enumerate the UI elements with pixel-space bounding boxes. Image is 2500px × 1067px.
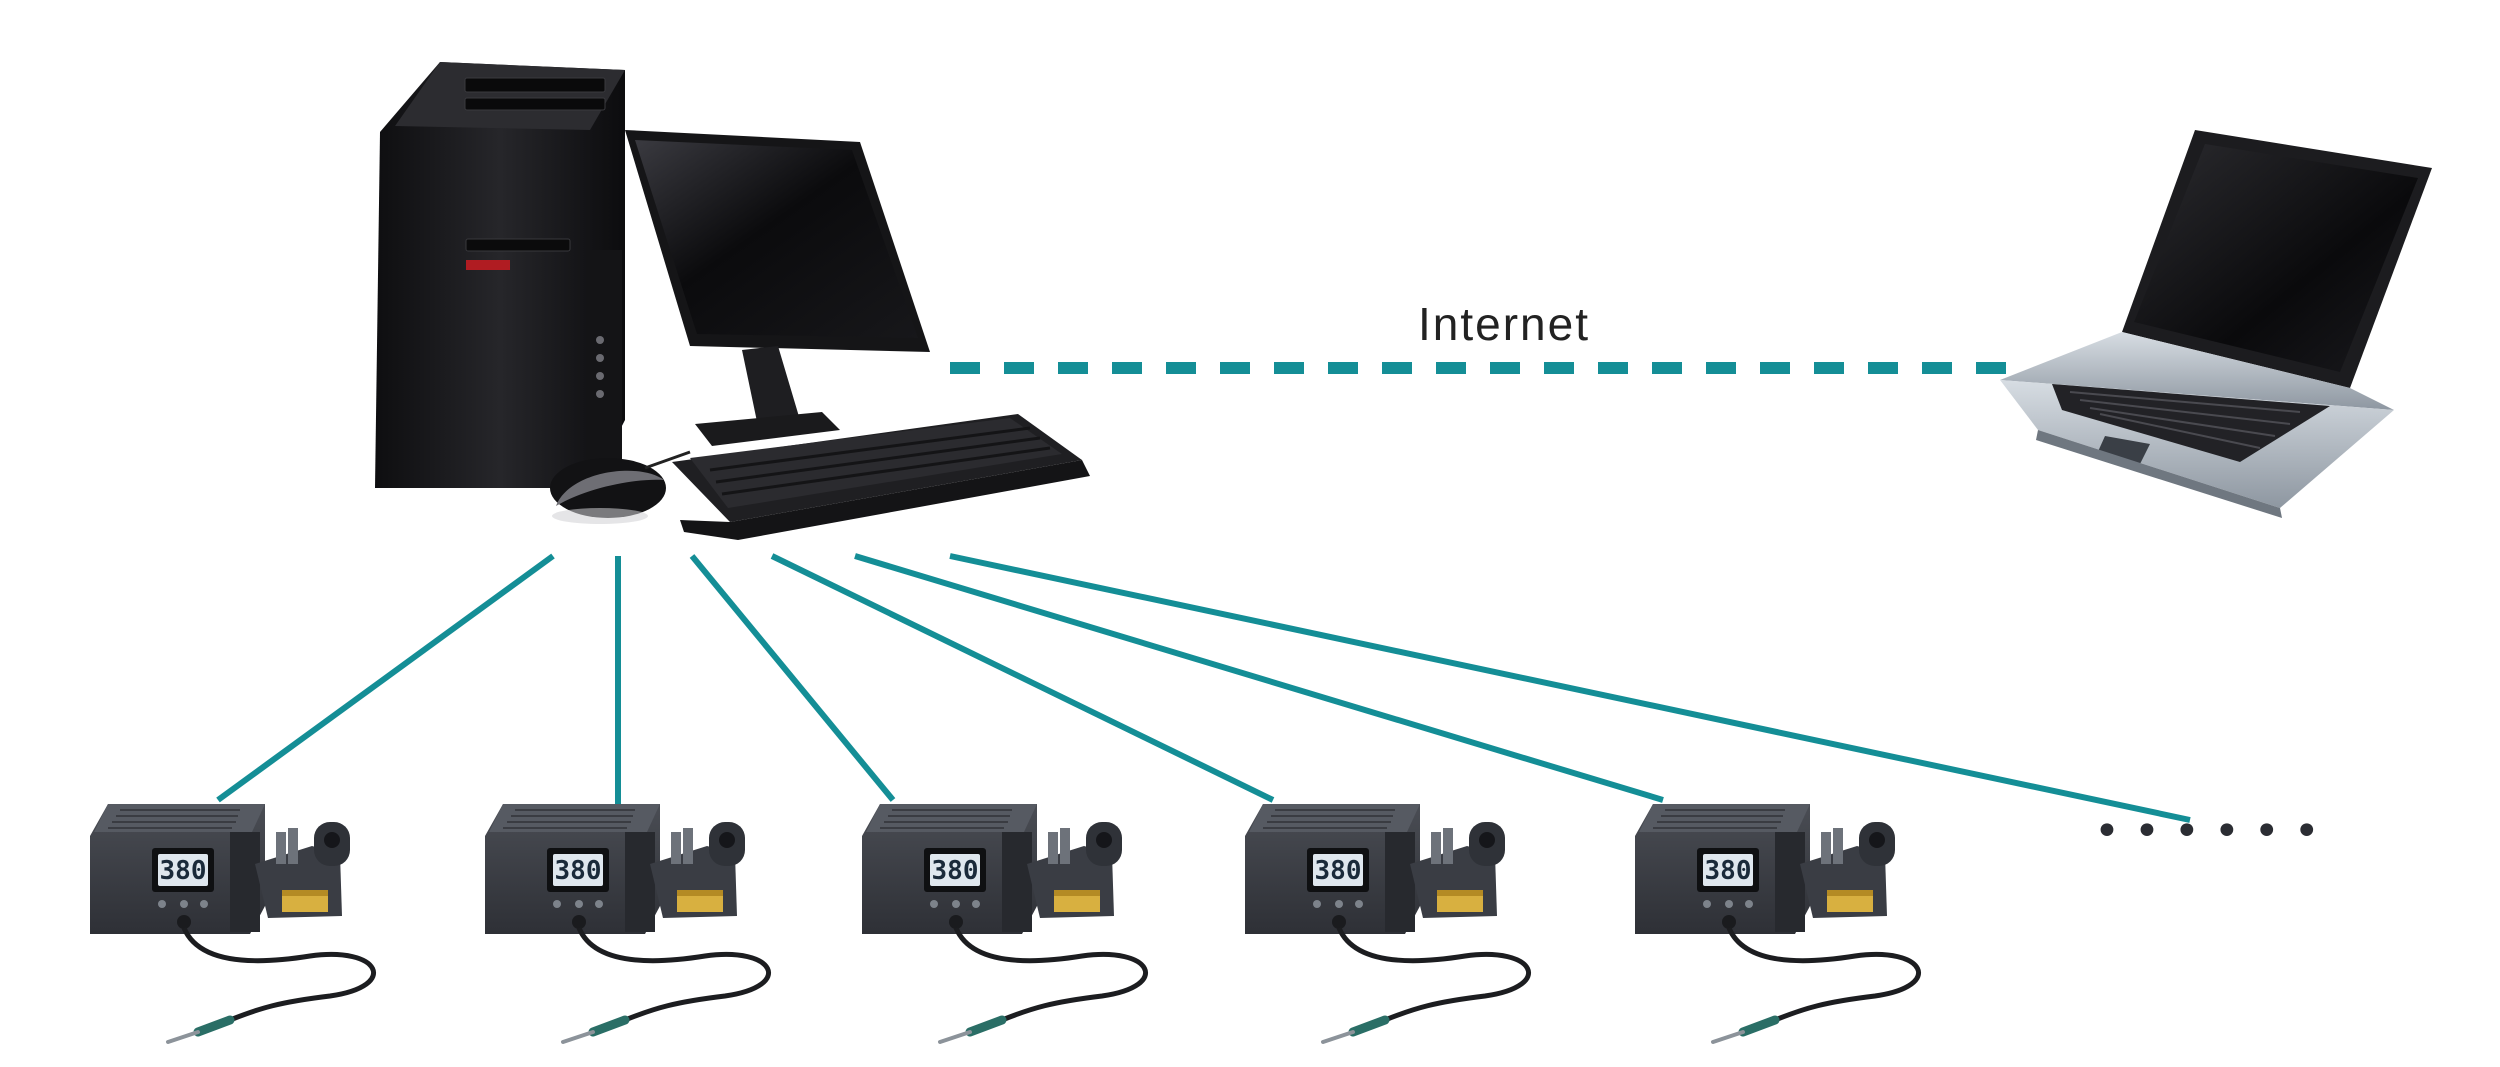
soldering-station-icon: 380 — [862, 804, 1146, 1042]
laptop-icon — [2000, 130, 2432, 518]
station-temperature-display: 380 — [1705, 856, 1752, 886]
desktop-computer-icon — [375, 62, 1090, 540]
station-temperature-display: 380 — [555, 856, 602, 886]
station-link-line — [216, 553, 555, 803]
station-temperature-display: 380 — [932, 856, 979, 886]
soldering-station-icon: 380 — [1635, 804, 1919, 1042]
soldering-stations: 380 380 380 380 380 — [90, 804, 1919, 1042]
station-link-line — [949, 553, 2191, 823]
internet-label: Internet — [1418, 298, 1590, 350]
station-link-line — [854, 553, 1664, 803]
station-temperature-display: 380 — [160, 856, 207, 886]
soldering-station-icon: 380 — [90, 804, 374, 1042]
station-link-line — [770, 553, 1275, 803]
connection-lines — [216, 362, 2191, 823]
soldering-station-icon: 380 — [1245, 804, 1529, 1042]
station-temperature-display: 380 — [1315, 856, 1362, 886]
soldering-station-icon: 380 — [485, 804, 769, 1042]
more-stations-indicator: • • • • • • — [2094, 806, 2320, 857]
station-link-line — [689, 554, 896, 802]
